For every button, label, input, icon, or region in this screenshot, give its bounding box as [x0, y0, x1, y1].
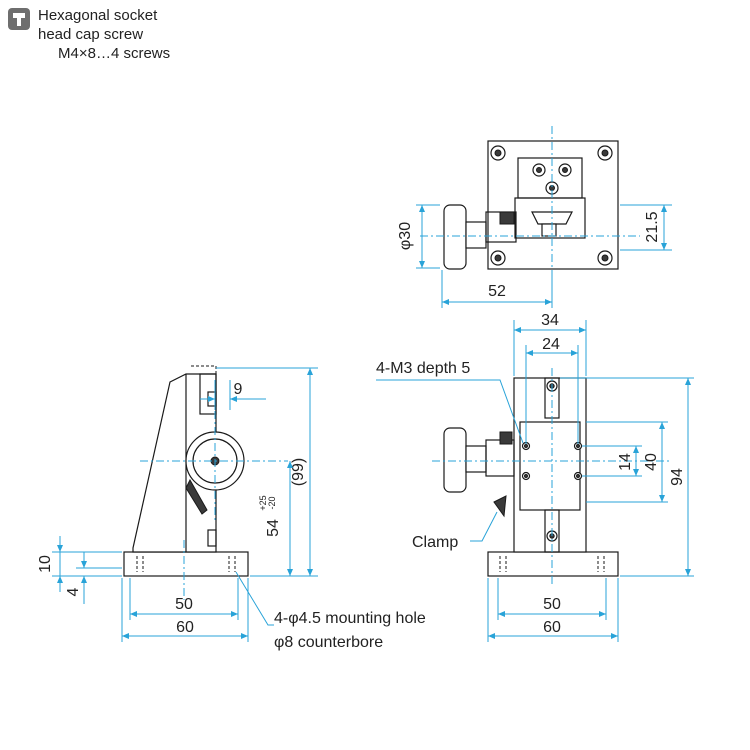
side-base	[123, 551, 249, 577]
top-view: φ30 21.5 52	[397, 126, 672, 308]
side-dim-99: (99)	[290, 458, 307, 486]
side-dim-10: 10	[37, 555, 54, 573]
tap-hole-label: 4-M3 depth 5	[376, 360, 470, 377]
clamp-label: Clamp	[412, 534, 458, 551]
side-tol-upper: +25	[258, 495, 268, 510]
top-width-label: 52	[488, 283, 506, 300]
side-dim-9: 9	[234, 381, 243, 398]
m3-tap-holes	[521, 441, 583, 481]
hex-screw-icon	[8, 8, 30, 30]
top-corner-screws	[490, 145, 613, 266]
top-dia-label: φ30	[397, 222, 414, 250]
side-dim-50: 50	[175, 596, 193, 613]
front-view: 34 24 4-M3 depth 5 14 40 94 Clamp 50 60	[376, 312, 694, 642]
side-view: 9 (99) 54 +25 -20 10 4 50 60	[37, 365, 318, 642]
side-dim-54: 54	[265, 519, 282, 537]
front-clamp	[493, 495, 507, 518]
mounting-hole-note: 4-φ4.5 mounting hole	[274, 610, 426, 627]
front-knob	[443, 427, 467, 493]
side-dim-60: 60	[176, 619, 194, 636]
front-dim-24: 24	[542, 336, 560, 353]
front-dim-40: 40	[643, 453, 660, 471]
legend-line-1: Hexagonal socket	[38, 7, 158, 24]
top-knob	[443, 204, 467, 270]
legend-line-3: M4×8…4 screws	[58, 45, 171, 62]
legend-line-2: head cap screw	[38, 26, 144, 43]
front-body	[513, 377, 587, 553]
side-dim-4: 4	[65, 587, 82, 596]
top-height-label: 21.5	[644, 211, 661, 242]
front-dim-14: 14	[617, 453, 634, 471]
front-dim-50: 50	[543, 596, 561, 613]
front-base	[487, 551, 619, 577]
front-dim-34: 34	[541, 312, 559, 329]
front-dim-94: 94	[669, 468, 686, 486]
screw-legend: Hexagonal socket head cap screw M4×8…4 s…	[8, 6, 248, 66]
counterbore-note: φ8 counterbore	[274, 634, 383, 651]
side-tol-lower: -20	[267, 496, 277, 509]
front-dim-60: 60	[543, 619, 561, 636]
side-clamp	[185, 478, 208, 515]
